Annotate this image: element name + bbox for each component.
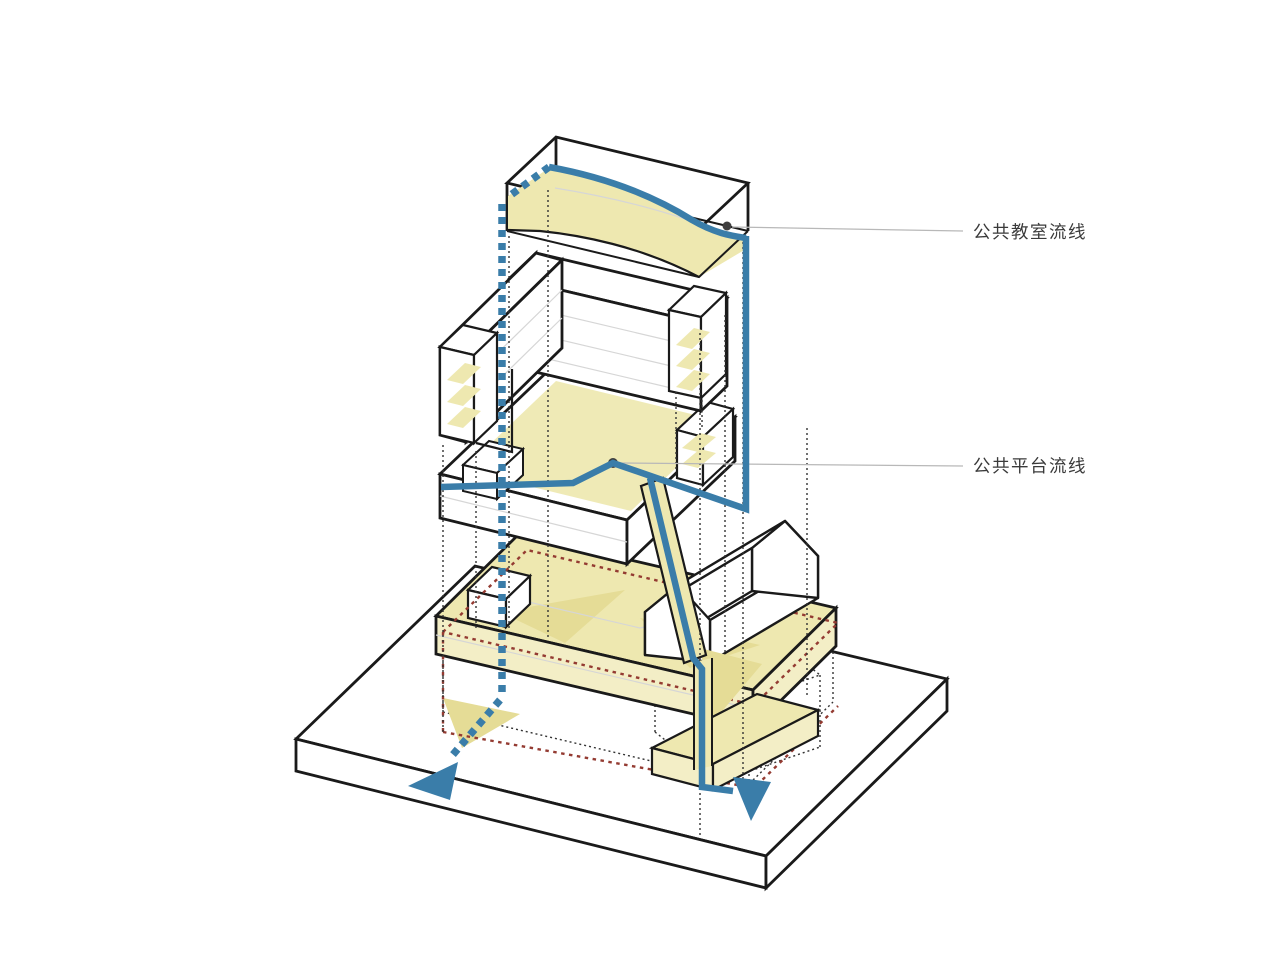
classroom-route-label: 公共教室流线	[973, 222, 1087, 242]
route-line-dashed	[408, 163, 552, 800]
route-exit-arrow-right	[733, 777, 771, 821]
leader-line-platform	[618, 462, 964, 467]
classroom-block	[437, 249, 730, 454]
annotation-classroom-route: 公共教室流线	[722, 221, 1087, 242]
route-line-solid	[440, 163, 771, 821]
route-exit-arrow-left	[408, 762, 458, 800]
leader-line-classroom	[731, 226, 964, 232]
classroom-right-tower	[666, 284, 729, 401]
platform-route-label: 公共平台流线	[973, 456, 1087, 476]
roof-plate	[508, 168, 746, 277]
classroom-left-tower	[437, 323, 500, 446]
classroom-route-dot	[722, 221, 732, 231]
gable-house	[643, 519, 820, 664]
